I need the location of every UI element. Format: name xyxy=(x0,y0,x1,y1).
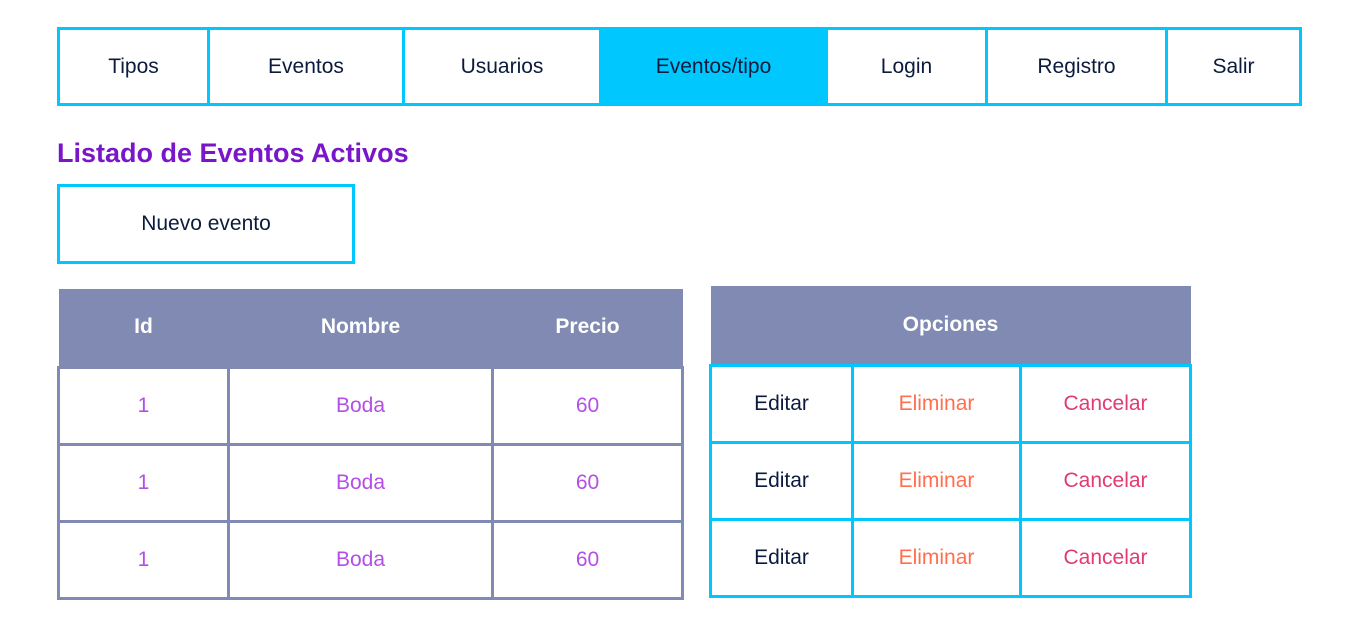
cancel-button[interactable]: Cancelar xyxy=(1018,517,1193,598)
table-row: 1 Boda 60 xyxy=(57,365,684,446)
table-row: 1 Boda 60 xyxy=(57,442,684,523)
nav-item-salir[interactable]: Salir xyxy=(1212,54,1255,78)
cancel-button[interactable]: Cancelar xyxy=(1018,363,1193,444)
edit-button[interactable]: Editar xyxy=(709,363,854,444)
cell-id: 1 xyxy=(57,442,230,523)
nav-item-usuarios[interactable]: Usuarios xyxy=(405,30,602,103)
cell-nombre: Boda xyxy=(227,365,494,446)
column-header-opciones: Opciones xyxy=(710,286,1191,365)
cell-precio: 60 xyxy=(491,442,684,523)
delete-button[interactable]: Eliminar xyxy=(851,440,1022,521)
options-table-header: Opciones xyxy=(710,286,1191,365)
delete-button[interactable]: Eliminar xyxy=(851,517,1022,598)
edit-button[interactable]: Editar xyxy=(709,440,854,521)
cell-id: 1 xyxy=(57,519,230,600)
table-row: 1 Boda 60 xyxy=(57,519,684,600)
options-row: Editar Eliminar Cancelar xyxy=(709,517,1193,598)
column-header-id: Id xyxy=(58,289,229,367)
events-table: Id Nombre Precio 1 Boda 60 1 Boda 60 1 B… xyxy=(57,289,684,600)
cell-precio: 60 xyxy=(491,365,684,446)
nav-item-registro[interactable]: Registro xyxy=(988,30,1168,103)
cancel-button[interactable]: Cancelar xyxy=(1018,440,1193,521)
column-header-precio: Precio xyxy=(492,289,683,367)
cell-id: 1 xyxy=(57,365,230,446)
main-nav: Tipos Eventos Usuarios Eventos/tipo Logi… xyxy=(57,27,1302,106)
nav-item-eventos[interactable]: Eventos xyxy=(210,30,405,103)
delete-button[interactable]: Eliminar xyxy=(851,363,1022,444)
column-header-nombre: Nombre xyxy=(228,289,493,367)
options-row: Editar Eliminar Cancelar xyxy=(709,440,1193,521)
nav-item-login[interactable]: Login xyxy=(828,30,988,103)
cell-precio: 60 xyxy=(491,519,684,600)
cell-nombre: Boda xyxy=(227,442,494,523)
cell-nombre: Boda xyxy=(227,519,494,600)
nav-item-eventos-tipo[interactable]: Eventos/tipo xyxy=(602,30,828,103)
nav-item-tipos[interactable]: Tipos xyxy=(60,30,210,103)
events-table-header: Id Nombre Precio xyxy=(58,289,683,367)
options-row: Editar Eliminar Cancelar xyxy=(709,363,1193,444)
edit-button[interactable]: Editar xyxy=(709,517,854,598)
page-title: Listado de Eventos Activos xyxy=(57,138,409,168)
new-event-button[interactable]: Nuevo evento xyxy=(57,184,355,264)
options-table: Opciones Editar Eliminar Cancelar Editar… xyxy=(709,286,1193,598)
